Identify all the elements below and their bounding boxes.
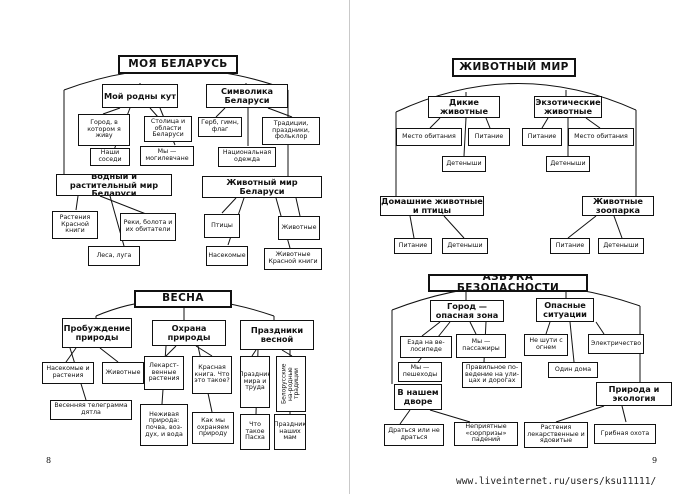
node-domestic-young: Детеныши <box>442 238 488 254</box>
node-exotic-animals: Экзотические животные <box>534 96 602 118</box>
node-street-rules: Правильное по-ведение на ули-цах и дорог… <box>462 362 522 388</box>
node-spring-animals: Животные <box>102 362 144 384</box>
node-domestic-animals: Домашние животные и птицы <box>380 196 484 216</box>
node-awakening: Пробуждение природы <box>62 318 132 348</box>
node-red-book-animals: Животные Красной книги <box>264 248 322 270</box>
node-what-is-easter: Что такое Пасха <box>240 414 270 450</box>
node-insects-plants: Насекомые и растения <box>42 362 94 384</box>
node-birds: Птицы <box>204 214 240 238</box>
node-we-belarusians: Мы — могилевчане <box>140 146 194 166</box>
node-we-passengers: Мы — пассажиры <box>456 334 506 358</box>
node-traditions: Традиции, праздники, фольклор <box>262 117 320 145</box>
page-fold <box>349 0 350 494</box>
node-inanimate-nature: Неживая природа: почва, воз-дух, и вода <box>140 404 188 446</box>
left-page: МОЯ БЕЛАРУСЬ Мой родны кут Символика Бел… <box>42 55 322 465</box>
node-medicinal-plants: Лекарст-венные растения <box>144 356 184 390</box>
node-forest-meadows: Леса, луга <box>88 246 140 266</box>
node-wild-habitat: Место обитания <box>396 128 462 146</box>
node-nature-ecology: Природа и экология <box>596 382 672 406</box>
diagram-title-animal-world: ЖИВОТНЫЙ МИР <box>452 58 576 77</box>
node-red-book-what: Красная книга. Что это такое? <box>192 356 232 394</box>
node-mushroom-hunt: Грибная охота <box>594 424 656 444</box>
node-water-plant-world: Водный и растительный мир Беларуси <box>56 174 172 196</box>
node-protection: Охрана природы <box>152 320 226 346</box>
node-spring-holidays: Праздники весной <box>240 320 314 350</box>
diagram-title-safety: АЗБУКА БЕЗОПАСНОСТИ <box>428 274 588 292</box>
node-electricity: Электричество <box>588 334 644 354</box>
node-animals: Животные <box>278 216 320 240</box>
page-number-right: 9 <box>652 456 658 465</box>
node-we-pedestrian: Мы — пешеходы <box>398 362 442 382</box>
node-fire: Не шути с огнем <box>524 334 568 356</box>
node-city-where-i-live: Город, в котором я живу <box>78 114 130 146</box>
node-belarusian-traditions: Белорусские на-родные традиции <box>276 356 306 412</box>
node-zoo-food: Питание <box>550 238 590 254</box>
node-animal-world-belarus: Животный мир Беларуси <box>202 176 322 198</box>
node-home-alone: Один дома <box>548 362 598 378</box>
node-zoo-young: Детеныши <box>598 238 644 254</box>
node-peace-labour: Праздник мира и труда <box>240 356 270 408</box>
node-wild-animals: Дикие животные <box>428 96 500 118</box>
page-number-left: 8 <box>46 456 52 465</box>
node-domestic-food: Питание <box>394 238 432 254</box>
node-insects: Насекомые <box>206 246 248 266</box>
node-wild-food: Питание <box>468 128 510 146</box>
node-our-mothers: Праздник наших мам <box>274 414 306 450</box>
diagram-title-my-belarus: МОЯ БЕЛАРУСЬ <box>118 55 238 74</box>
node-dangerous-situations: Опасные ситуации <box>536 298 594 322</box>
node-red-book-plants: Растения Красной книги <box>52 211 98 239</box>
node-how-we-protect: Как мы охраняем природу <box>192 412 234 444</box>
node-zoo-animals: Животные зоопарка <box>582 196 654 216</box>
watermark-url: www.liveinternet.ru/users/ksu11111/ <box>456 476 657 487</box>
node-native-spot: Мой родны кут <box>102 84 178 108</box>
node-symbols: Символика Беларуси <box>206 84 288 108</box>
node-wild-young: Детеныши <box>442 156 486 172</box>
node-exotic-food: Питание <box>522 128 562 146</box>
node-our-yard: В нашем дворе <box>394 384 442 410</box>
node-exotic-young: Детеныши <box>546 156 590 172</box>
node-our-neighbors: Наши соседи <box>90 148 130 166</box>
node-city-danger: Город — опасная зона <box>430 300 504 322</box>
node-national-clothing: Национальная одежда <box>218 147 276 167</box>
node-capital-regions: Столица и области Беларуси <box>144 116 192 142</box>
node-ride-bike: Езда на ве-лосипеде <box>400 336 452 358</box>
node-coat-anthem-flag: Герб, гимн, флаг <box>198 117 242 137</box>
node-rivers-lakes: Реки, болота и их обитатели <box>120 213 176 241</box>
node-spring-telegram: Весенняя телеграмма дятла <box>50 400 132 420</box>
right-page: ЖИВОТНЫЙ МИР Дикие животные Экзотические… <box>350 0 699 494</box>
node-fight: Драться или не драться <box>384 424 444 446</box>
diagram-title-spring: ВЕСНА <box>134 290 232 308</box>
node-exotic-habitat: Место обитания <box>568 128 634 146</box>
node-surprises: Неприятные «сюрпризы» падений <box>454 422 518 446</box>
node-plants-poison: Растения лекарственные и ядовитые <box>524 422 588 448</box>
